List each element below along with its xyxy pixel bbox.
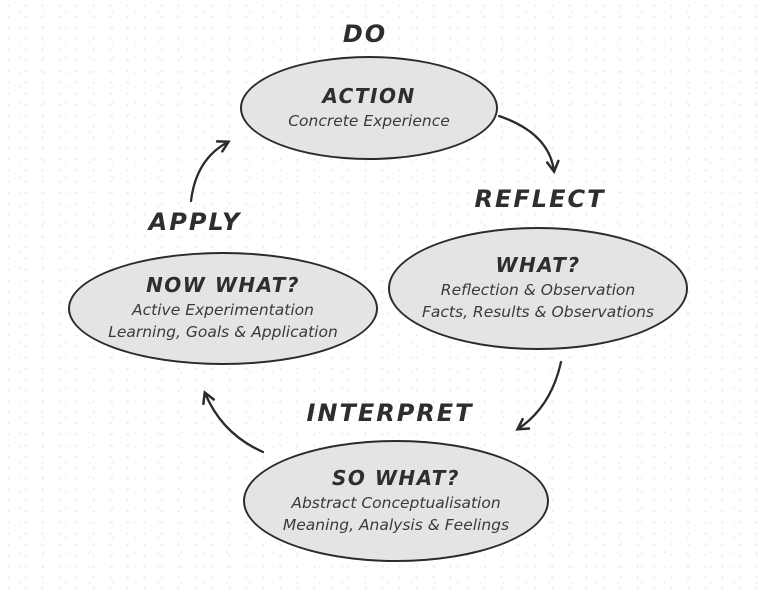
stage-label-apply: APPLY [148,208,242,236]
node-action-heading: ACTION [322,83,416,108]
node-what-line-2: Facts, Results & Observations [421,303,654,321]
arrow-interpret-to-apply-icon [205,393,265,454]
node-what: WHAT? Reflection & Observation Facts, Re… [388,227,688,350]
arrow-do-to-reflect-icon [497,114,554,171]
node-now-what-heading: NOW WHAT? [146,273,300,298]
stage-label-reflect: REFLECT [474,185,606,213]
node-now-what-line-1: Active Experimentation [132,301,314,320]
node-what-heading: WHAT? [495,253,581,278]
node-so-what-line-2: Meaning, Analysis & Feelings [282,515,510,534]
stage-label-interpret: INTERPRET [306,399,474,427]
node-so-what-heading: SO WHAT? [332,465,460,490]
arrow-reflect-to-interpret-icon [518,360,563,429]
node-now-what: NOW WHAT? Active Experimentation Learnin… [68,252,378,365]
node-now-what-line-2: Learning, Goals & Application [108,323,338,341]
stage-label-do: DO [342,20,388,48]
node-action: ACTION Concrete Experience [240,56,498,160]
node-so-what: SO WHAT? Abstract Conceptualisation Mean… [243,440,549,562]
node-so-what-line-1: Abstract Conceptualisation [291,493,501,512]
node-action-line: Concrete Experience [288,111,450,130]
arrow-apply-to-do-icon [189,142,228,203]
node-what-line-1: Reflection & Observation [440,281,636,300]
